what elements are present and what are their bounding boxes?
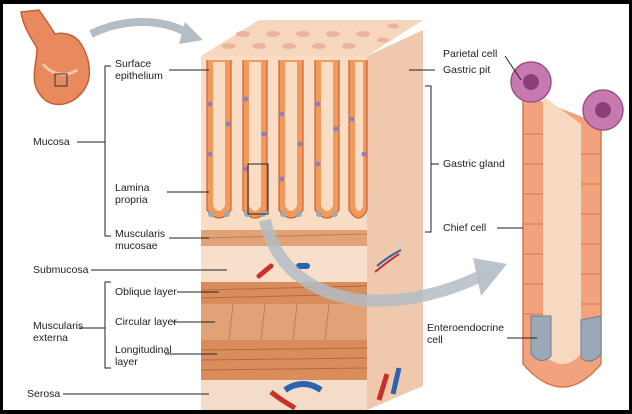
label-gastric-pit: Gastric pit: [443, 64, 490, 76]
label-surface-epithelium: Surface epithelium: [115, 58, 163, 82]
label-longitudinal-layer: Longitudinal layer: [115, 344, 172, 368]
label-oblique-layer: Oblique layer: [115, 286, 177, 298]
tissue-block: [201, 20, 423, 410]
label-chief-cell: Chief cell: [443, 222, 486, 234]
label-lamina-propria: Lamina propria: [115, 182, 149, 206]
label-parietal-cell: Parietal cell: [443, 48, 497, 60]
label-circular-layer: Circular layer: [115, 316, 177, 328]
label-enteroendocrine-cell: Enteroendocrine cell: [427, 322, 504, 346]
circular-layer-band: [201, 304, 367, 340]
label-mucosa: Mucosa: [33, 136, 70, 148]
label-serosa: Serosa: [27, 388, 60, 400]
muscularis-mucosae-band: [201, 230, 367, 246]
serosa-band: [201, 380, 367, 410]
label-gastric-gland: Gastric gland: [443, 158, 505, 170]
label-muscularis-mucosae: Muscularis mucosae: [115, 228, 165, 252]
diagram-frame: Surface epithelium Mucosa Lamina propria…: [3, 4, 629, 410]
label-muscularis-externa: Muscularis externa: [33, 320, 83, 344]
stomach-icon: [21, 10, 89, 104]
block-side-face: [367, 30, 423, 410]
zoom-arrow-top: [91, 22, 203, 44]
stomach-wall-diagram: [3, 4, 629, 410]
label-submucosa: Submucosa: [33, 264, 88, 276]
